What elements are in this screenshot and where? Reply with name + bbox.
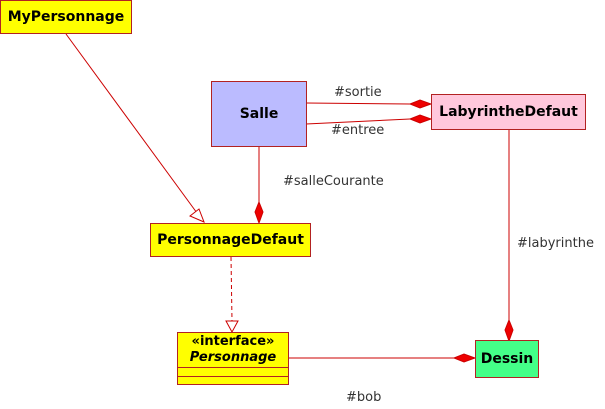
association-sortie <box>305 99 433 109</box>
class-personnagedefaut: PersonnageDefaut <box>150 223 311 257</box>
interface-personnage-header: «interface» Personnage <box>178 333 288 368</box>
class-dessin-name: Dessin <box>480 351 534 367</box>
generalization-mypersonnage-to-personnagedefaut <box>65 33 205 223</box>
interface-stereotype: «interface» <box>191 334 275 349</box>
interface-attributes-compartment <box>178 368 288 377</box>
association-labyrinthe <box>504 130 514 343</box>
class-salle: Salle <box>211 81 307 147</box>
association-bob <box>289 353 477 363</box>
label-sortie: #sortie <box>334 85 382 100</box>
label-labyrinthe: #labyrinthe <box>517 236 594 251</box>
class-personnagedefaut-name: PersonnageDefaut <box>157 232 304 248</box>
label-bob: #bob <box>346 390 382 405</box>
class-dessin: Dessin <box>475 340 539 378</box>
realization-personnagedefaut-to-personnage <box>225 256 239 334</box>
class-mypersonnage: MyPersonnage <box>0 0 132 34</box>
class-labyrinthedefaut-name: LabyrintheDefaut <box>439 104 578 120</box>
label-entree: #entree <box>331 123 385 138</box>
label-sallecourante: #salleCourante <box>283 174 384 189</box>
interface-personnage: «interface» Personnage <box>177 332 289 385</box>
interface-personnage-name: Personnage <box>189 350 277 365</box>
class-mypersonnage-name: MyPersonnage <box>7 9 125 25</box>
association-sallecourante <box>254 147 264 225</box>
class-salle-name: Salle <box>239 106 279 122</box>
class-labyrinthedefaut: LabyrintheDefaut <box>431 94 586 130</box>
